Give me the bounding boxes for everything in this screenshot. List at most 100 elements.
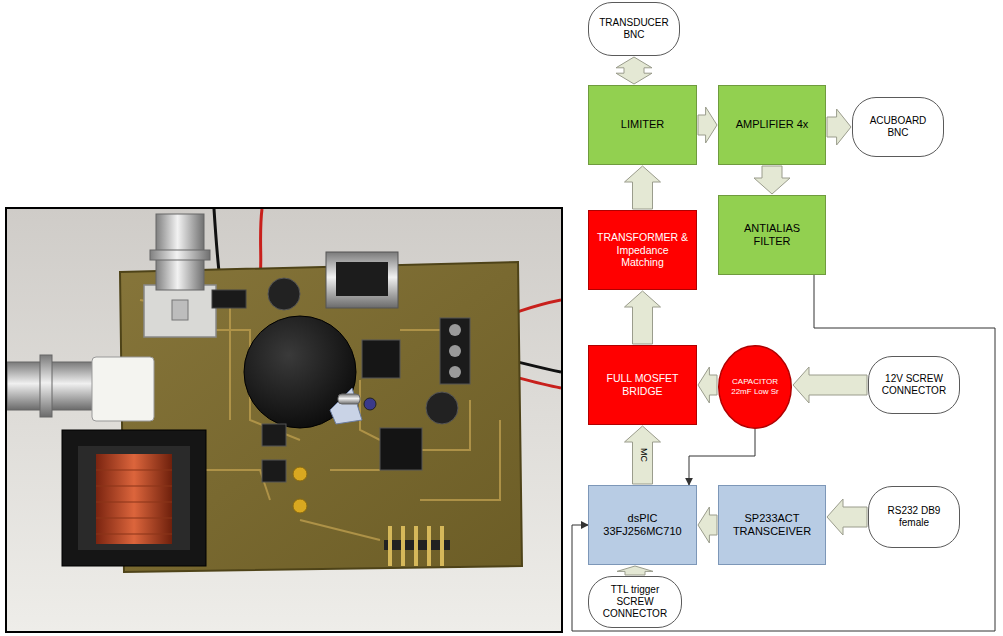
- transformer-coil: [62, 430, 206, 566]
- copper-trace: [420, 420, 500, 500]
- photo-background: [7, 209, 561, 631]
- bnc-connector: [172, 300, 188, 320]
- block-arrow: [827, 109, 851, 145]
- capacitor-ellipse: CAPACITOR 22mF Low Sr: [718, 345, 792, 429]
- block-label: TTL trigger SCREW CONNECTOR: [599, 584, 671, 620]
- analog-block: AMPLIFIER 4x: [718, 85, 826, 165]
- node-content: 12V SCREW CONNECTOR: [869, 357, 959, 413]
- transformer-coil: [78, 446, 190, 550]
- dspic-chip: [380, 428, 422, 470]
- inductor: [268, 278, 300, 310]
- db9-connector: [336, 262, 388, 296]
- copper-trace: [360, 380, 380, 440]
- pin-header: [401, 526, 405, 566]
- ceramic-capacitor: [293, 467, 307, 481]
- digital-block: SP233ACT TRANSCEIVER: [718, 485, 826, 565]
- bnc-connector: [144, 214, 216, 337]
- node-content: ACUBOARD BNC: [853, 98, 943, 156]
- electrolytic-capacitor: [244, 316, 362, 428]
- block-arrow: [625, 166, 661, 209]
- node-content: RS232 DB9 female: [869, 487, 959, 547]
- db9-connector: [326, 252, 398, 308]
- copper-trace: [200, 470, 270, 500]
- photo-frame: [6, 208, 562, 632]
- block-arrow: [617, 566, 653, 575]
- screw-terminal: [212, 290, 246, 308]
- connector-terminal: RS232 DB9 female: [868, 486, 960, 548]
- block-label: TRANSDUCER BNC: [599, 17, 669, 41]
- pin-header: [440, 526, 444, 566]
- inductor: [426, 392, 458, 424]
- block-arrow: [625, 426, 661, 484]
- block-arrow: [754, 166, 790, 194]
- block-label: AMPLIFIER 4x: [736, 118, 809, 131]
- block-arrow: [698, 507, 717, 543]
- block-label: TRANSFORMER & Impedance Matching: [597, 231, 688, 269]
- block-arrow: [793, 367, 867, 403]
- node-content: TRANSDUCER BNC: [589, 3, 679, 55]
- block-arrow: [616, 57, 652, 84]
- bnc-connector: [40, 355, 52, 417]
- db9-connector: [326, 252, 398, 308]
- ic-chip: [362, 340, 400, 378]
- block-label: RS232 DB9 female: [879, 505, 949, 529]
- signal-line: [689, 429, 755, 485]
- transformer-coil: [96, 454, 172, 544]
- node-content: FULL MOSFET BRIDGE: [589, 346, 696, 424]
- node-content: LIMITER: [589, 86, 696, 164]
- block-arrow: [698, 107, 717, 143]
- power-block: TRANSFORMER & Impedance Matching: [588, 210, 697, 290]
- node-content: dsPIC 33FJ256MC710: [589, 486, 696, 564]
- block-label: ANTIALIAS FILTER: [727, 222, 817, 248]
- analog-block: ANTIALIAS FILTER: [718, 195, 826, 275]
- screw-terminal: [449, 324, 461, 336]
- block-label: LIMITER: [621, 118, 664, 131]
- node-content: AMPLIFIER 4x: [719, 86, 825, 164]
- screw-terminal: [449, 345, 461, 357]
- block-label: SP233ACT TRANSCEIVER: [727, 512, 817, 538]
- bnc-connector: [92, 357, 154, 421]
- pin-header: [414, 526, 418, 566]
- node-content: TTL trigger SCREW CONNECTOR: [589, 577, 681, 627]
- screw-terminal: [449, 366, 461, 378]
- power-block: FULL MOSFET BRIDGE: [588, 345, 697, 425]
- block-arrow: [698, 367, 717, 403]
- transformer-coil: [62, 430, 206, 566]
- pin-header: [384, 526, 450, 566]
- crystal: [338, 394, 360, 404]
- photo-content: [7, 209, 561, 631]
- ic-chip: [262, 424, 286, 446]
- pin-header: [388, 526, 392, 566]
- connector-terminal: ACUBOARD BNC: [852, 97, 944, 157]
- connector-terminal: 12V SCREW CONNECTOR: [868, 356, 960, 414]
- block-arrow: [827, 499, 867, 535]
- copper-trace: [229, 300, 231, 420]
- bnc-connector: [144, 285, 216, 337]
- pin-header: [427, 526, 431, 566]
- block-label: dsPIC 33FJ256MC710: [597, 512, 688, 538]
- bnc-connector: [7, 355, 154, 421]
- block-label: CAPACITOR 22mF Low Sr: [729, 377, 781, 396]
- node-content: TRANSFORMER & Impedance Matching: [589, 211, 696, 289]
- block-label: FULL MOSFET BRIDGE: [597, 372, 688, 397]
- ic-chip: [262, 460, 286, 482]
- node-content: CAPACITOR 22mF Low Sr: [729, 358, 781, 417]
- connector-terminal: TRANSDUCER BNC: [588, 2, 680, 56]
- connector-terminal: TTL trigger SCREW CONNECTOR: [588, 576, 682, 628]
- signal-line: [572, 275, 995, 631]
- node-content: ANTIALIAS FILTER: [719, 196, 825, 274]
- ceramic-capacitor: [293, 499, 307, 513]
- digital-block: dsPIC 33FJ256MC710: [588, 485, 697, 565]
- screw-terminal: [440, 318, 470, 384]
- ellipse-shape: [719, 346, 792, 428]
- screw-terminal: [440, 318, 470, 384]
- copper-trace: [400, 329, 440, 331]
- block-label: 12V SCREW CONNECTOR: [879, 373, 949, 397]
- edge-label: MC: [638, 446, 648, 464]
- copper-trace: [300, 520, 380, 540]
- bnc-connector: [150, 250, 210, 260]
- node-content: SP233ACT TRANSCEIVER: [719, 486, 825, 564]
